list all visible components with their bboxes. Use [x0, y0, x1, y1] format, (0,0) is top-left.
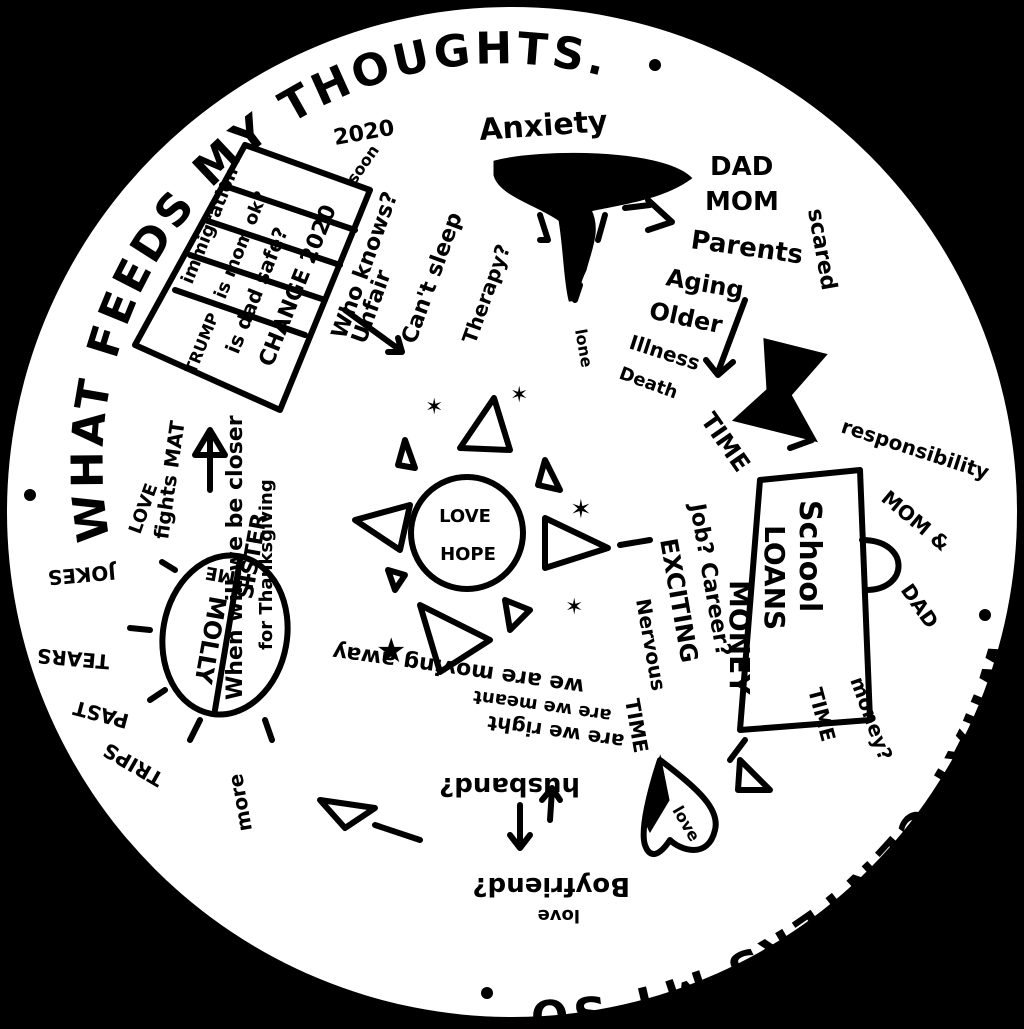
- triangle-right: [542, 515, 611, 571]
- money-text: MONEY: [723, 580, 756, 695]
- molly-arrow-up: [192, 427, 228, 493]
- triangle-down-left: [417, 602, 493, 675]
- triangle-up: [457, 395, 513, 453]
- triangle-small-1: [395, 437, 418, 471]
- star-mark-3: ✶: [570, 495, 592, 525]
- school-text: School: [792, 500, 827, 612]
- mug-body: [737, 467, 873, 733]
- love-small-text: love: [538, 905, 580, 926]
- family-mom: MOM: [705, 187, 779, 217]
- molly-oval: [159, 552, 291, 718]
- mug-arrow: [727, 737, 773, 793]
- triangle-small-2: [535, 457, 563, 493]
- arrow-to-husband: [539, 785, 563, 823]
- loans-text: LOANS: [758, 525, 791, 630]
- love-hope-circle: [408, 474, 526, 592]
- anxiety-group: Anxiety: [478, 104, 693, 303]
- center-sun: LOVE HOPE ✶ ✶ ✶ ✶ ★: [352, 383, 611, 675]
- center-to-job-arrow: [617, 537, 653, 548]
- heart-shape: [640, 757, 719, 857]
- worries-arrow: [342, 307, 405, 355]
- family-arrow-down: [703, 297, 748, 378]
- triangle-left: [352, 502, 413, 553]
- tornado-arrow-3: [572, 282, 583, 303]
- molly-spokes-lines: [127, 559, 275, 743]
- rim-dot-bottom: [481, 987, 493, 999]
- tornado-arrow-2: [595, 212, 608, 243]
- star-mark-4: ✶: [565, 595, 583, 620]
- love-text: LOVE: [439, 506, 491, 527]
- mug-handle: [859, 537, 902, 593]
- hope-text: HOPE: [440, 544, 496, 565]
- tornado-arrow-right: [622, 197, 675, 233]
- molly-divider: [212, 557, 243, 713]
- thanksgiving-text: for Thanksgiving: [256, 479, 277, 650]
- star-mark-2: ✶: [510, 383, 528, 408]
- family-dad: DAD: [710, 152, 773, 182]
- bottom-left-triangle: [317, 797, 423, 843]
- rim-dot-left: [24, 489, 36, 501]
- star-filled: ★: [376, 631, 406, 671]
- arrow-to-boyfriend: [507, 802, 533, 851]
- triangle-small-4: [502, 597, 533, 633]
- tornado-shape: [493, 152, 693, 302]
- rim-dot-right: [979, 609, 991, 621]
- star-mark-1: ✶: [425, 395, 443, 420]
- rim-dot-top: [649, 59, 661, 71]
- tornado-arrow-1: [537, 212, 551, 243]
- plate: [7, 7, 1017, 1017]
- triangle-small-3: [385, 567, 408, 593]
- hourglass-arrow: [787, 407, 815, 451]
- boyfriend-text: Boyfriend?: [472, 871, 630, 901]
- partner-group: husband? Boyfriend? love: [439, 771, 630, 926]
- flag-box: [132, 142, 373, 413]
- flag-rows: [172, 182, 358, 338]
- heart-shading: [645, 754, 670, 834]
